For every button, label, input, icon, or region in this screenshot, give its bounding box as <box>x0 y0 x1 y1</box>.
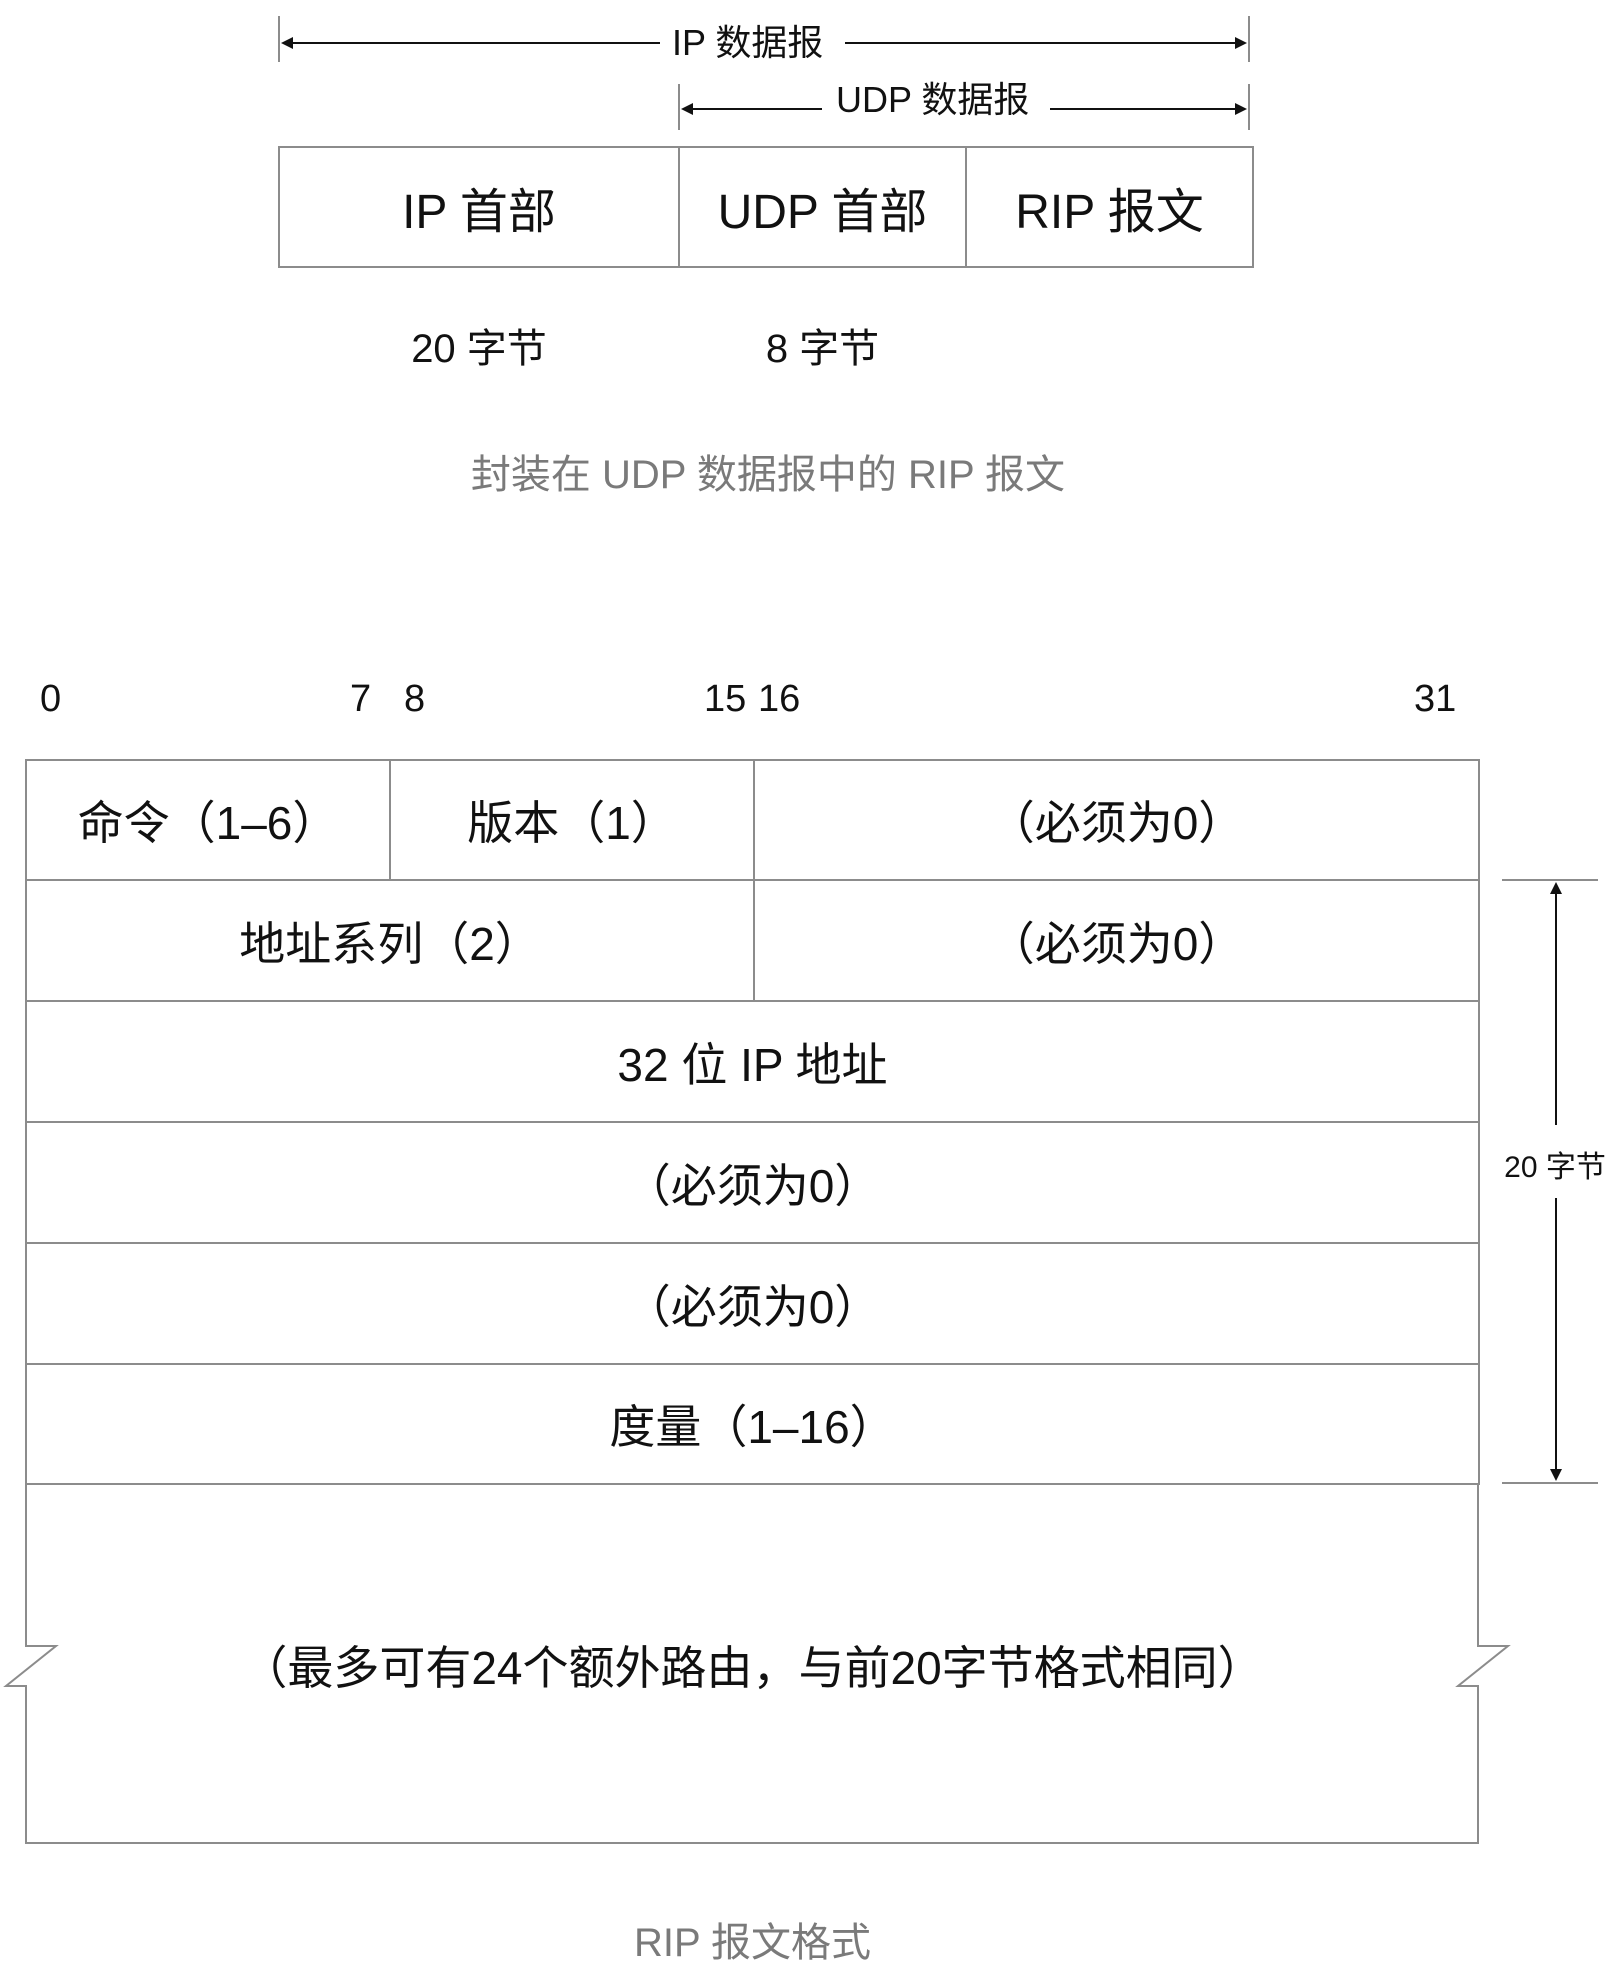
encapsulation-divider-1 <box>678 146 680 268</box>
encapsulation-box <box>278 146 1254 268</box>
address-family-field: 地址系列（2） <box>239 917 541 970</box>
format-caption: RIP 报文格式 <box>633 1921 872 1965</box>
command-field: 命令（1–6） <box>77 797 339 849</box>
udp-datagram-label: UDP 数据报 <box>836 79 1030 120</box>
reserved-field-4: （必须为0） <box>624 1280 881 1333</box>
bit-label-31: 31 <box>1414 678 1457 720</box>
rip-message-cell: RIP 报文 <box>1015 186 1204 239</box>
reserved-field-3: （必须为0） <box>624 1159 881 1212</box>
row-separator-5 <box>25 1363 1480 1365</box>
col-separator-8 <box>389 759 391 880</box>
encapsulation-divider-2 <box>965 146 967 268</box>
bit-label-15: 15 <box>704 678 747 720</box>
reserved-field-1: （必须为0） <box>988 797 1245 849</box>
bit-label-7: 7 <box>350 678 372 720</box>
bit-label-16: 16 <box>758 678 801 720</box>
ip-datagram-label: IP 数据报 <box>672 22 824 63</box>
reserved-field-2: （必须为0） <box>988 917 1245 970</box>
row-separator-2 <box>25 1000 1480 1002</box>
additional-routes-field: （最多可有24个额外路由，与前20字节格式相同） <box>241 1642 1264 1694</box>
version-field: 版本（1） <box>467 797 677 849</box>
ip-header-size: 20 字节 <box>411 327 547 371</box>
encapsulation-caption: 封装在 UDP 数据报中的 RIP 报文 <box>470 453 1066 497</box>
col-separator-16 <box>753 759 755 1001</box>
route-entry-size-label: 20 字节 <box>1504 1151 1606 1184</box>
ip-address-field: 32 位 IP 地址 <box>617 1038 888 1091</box>
bit-label-8: 8 <box>404 678 426 720</box>
udp-header-cell: UDP 首部 <box>717 186 928 239</box>
row-separator-3 <box>25 1121 1480 1123</box>
row-separator-1 <box>25 879 1480 881</box>
additional-routes-outline <box>3 1483 1511 1844</box>
ip-header-cell: IP 首部 <box>402 186 556 239</box>
row-separator-4 <box>25 1242 1480 1244</box>
bit-label-0: 0 <box>40 678 62 720</box>
metric-field: 度量（1–16） <box>609 1401 896 1453</box>
udp-header-size: 8 字节 <box>765 327 880 371</box>
